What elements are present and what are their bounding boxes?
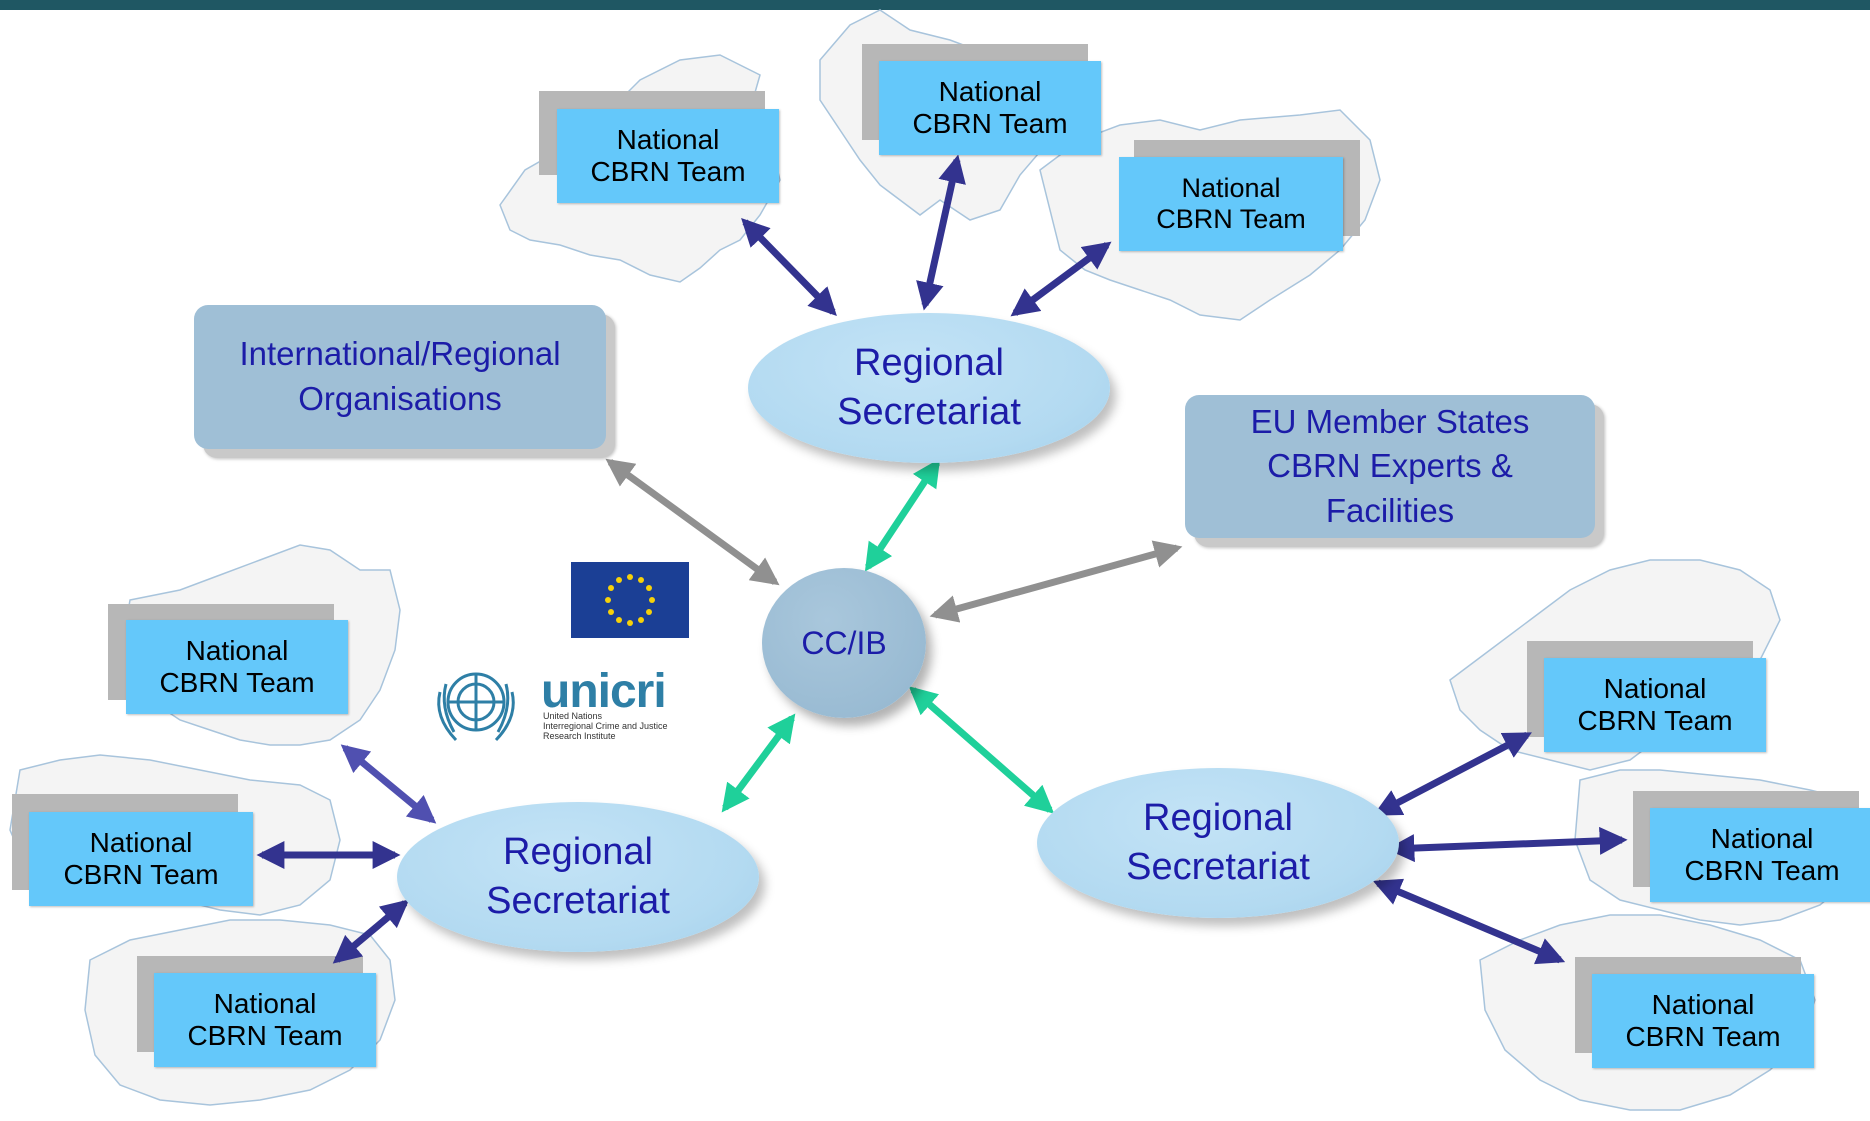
arrow-top-team-3: [1010, 241, 1112, 317]
arrow-hub-top-secretariat: [864, 458, 941, 572]
arrow-left-team-1: [340, 744, 437, 824]
team-top-1: National CBRN Team: [557, 109, 779, 203]
arrow-top-team-1: [741, 217, 837, 317]
team-right-1: National CBRN Team: [1544, 658, 1766, 752]
team-left-1: National CBRN Team: [126, 620, 348, 714]
arrow-left-team-3: [332, 899, 410, 964]
arrow-hub-international: [605, 458, 780, 586]
unicri-wordmark: unicri: [541, 665, 667, 718]
eu-flag-icon: [571, 562, 689, 638]
arrow-hub-right-secretariat: [908, 686, 1055, 814]
secretariat-left: Regional Secretariat: [397, 802, 759, 952]
arrow-hub-eu-member-states: [929, 540, 1183, 623]
team-left-3: National CBRN Team: [154, 973, 376, 1067]
team-left-2: National CBRN Team: [29, 812, 253, 906]
top-bar: [0, 0, 1870, 10]
secretariat-top: Regional Secretariat: [748, 313, 1110, 463]
arrow-top-team-2: [916, 154, 966, 311]
arrow-right-team-1: [1373, 731, 1532, 817]
arrow-hub-left-secretariat: [721, 713, 796, 813]
org-eu-member-states: EU Member States CBRN Experts & Faciliti…: [1185, 395, 1595, 538]
team-right-2: National CBRN Team: [1650, 808, 1870, 902]
team-top-3: National CBRN Team: [1119, 157, 1343, 251]
un-emblem-icon: [426, 662, 526, 752]
team-top-2: National CBRN Team: [879, 61, 1101, 155]
arrow-right-team-2: [1386, 826, 1628, 863]
unicri-tagline: United Nations Interregional Crime and J…: [543, 711, 668, 741]
arrow-right-team-3: [1372, 878, 1566, 965]
hub-cc-ib: CC/IB: [762, 568, 926, 718]
secretariat-right: Regional Secretariat: [1037, 768, 1399, 918]
team-right-3: National CBRN Team: [1592, 974, 1814, 1068]
org-international-regional: International/Regional Organisations: [194, 305, 606, 449]
